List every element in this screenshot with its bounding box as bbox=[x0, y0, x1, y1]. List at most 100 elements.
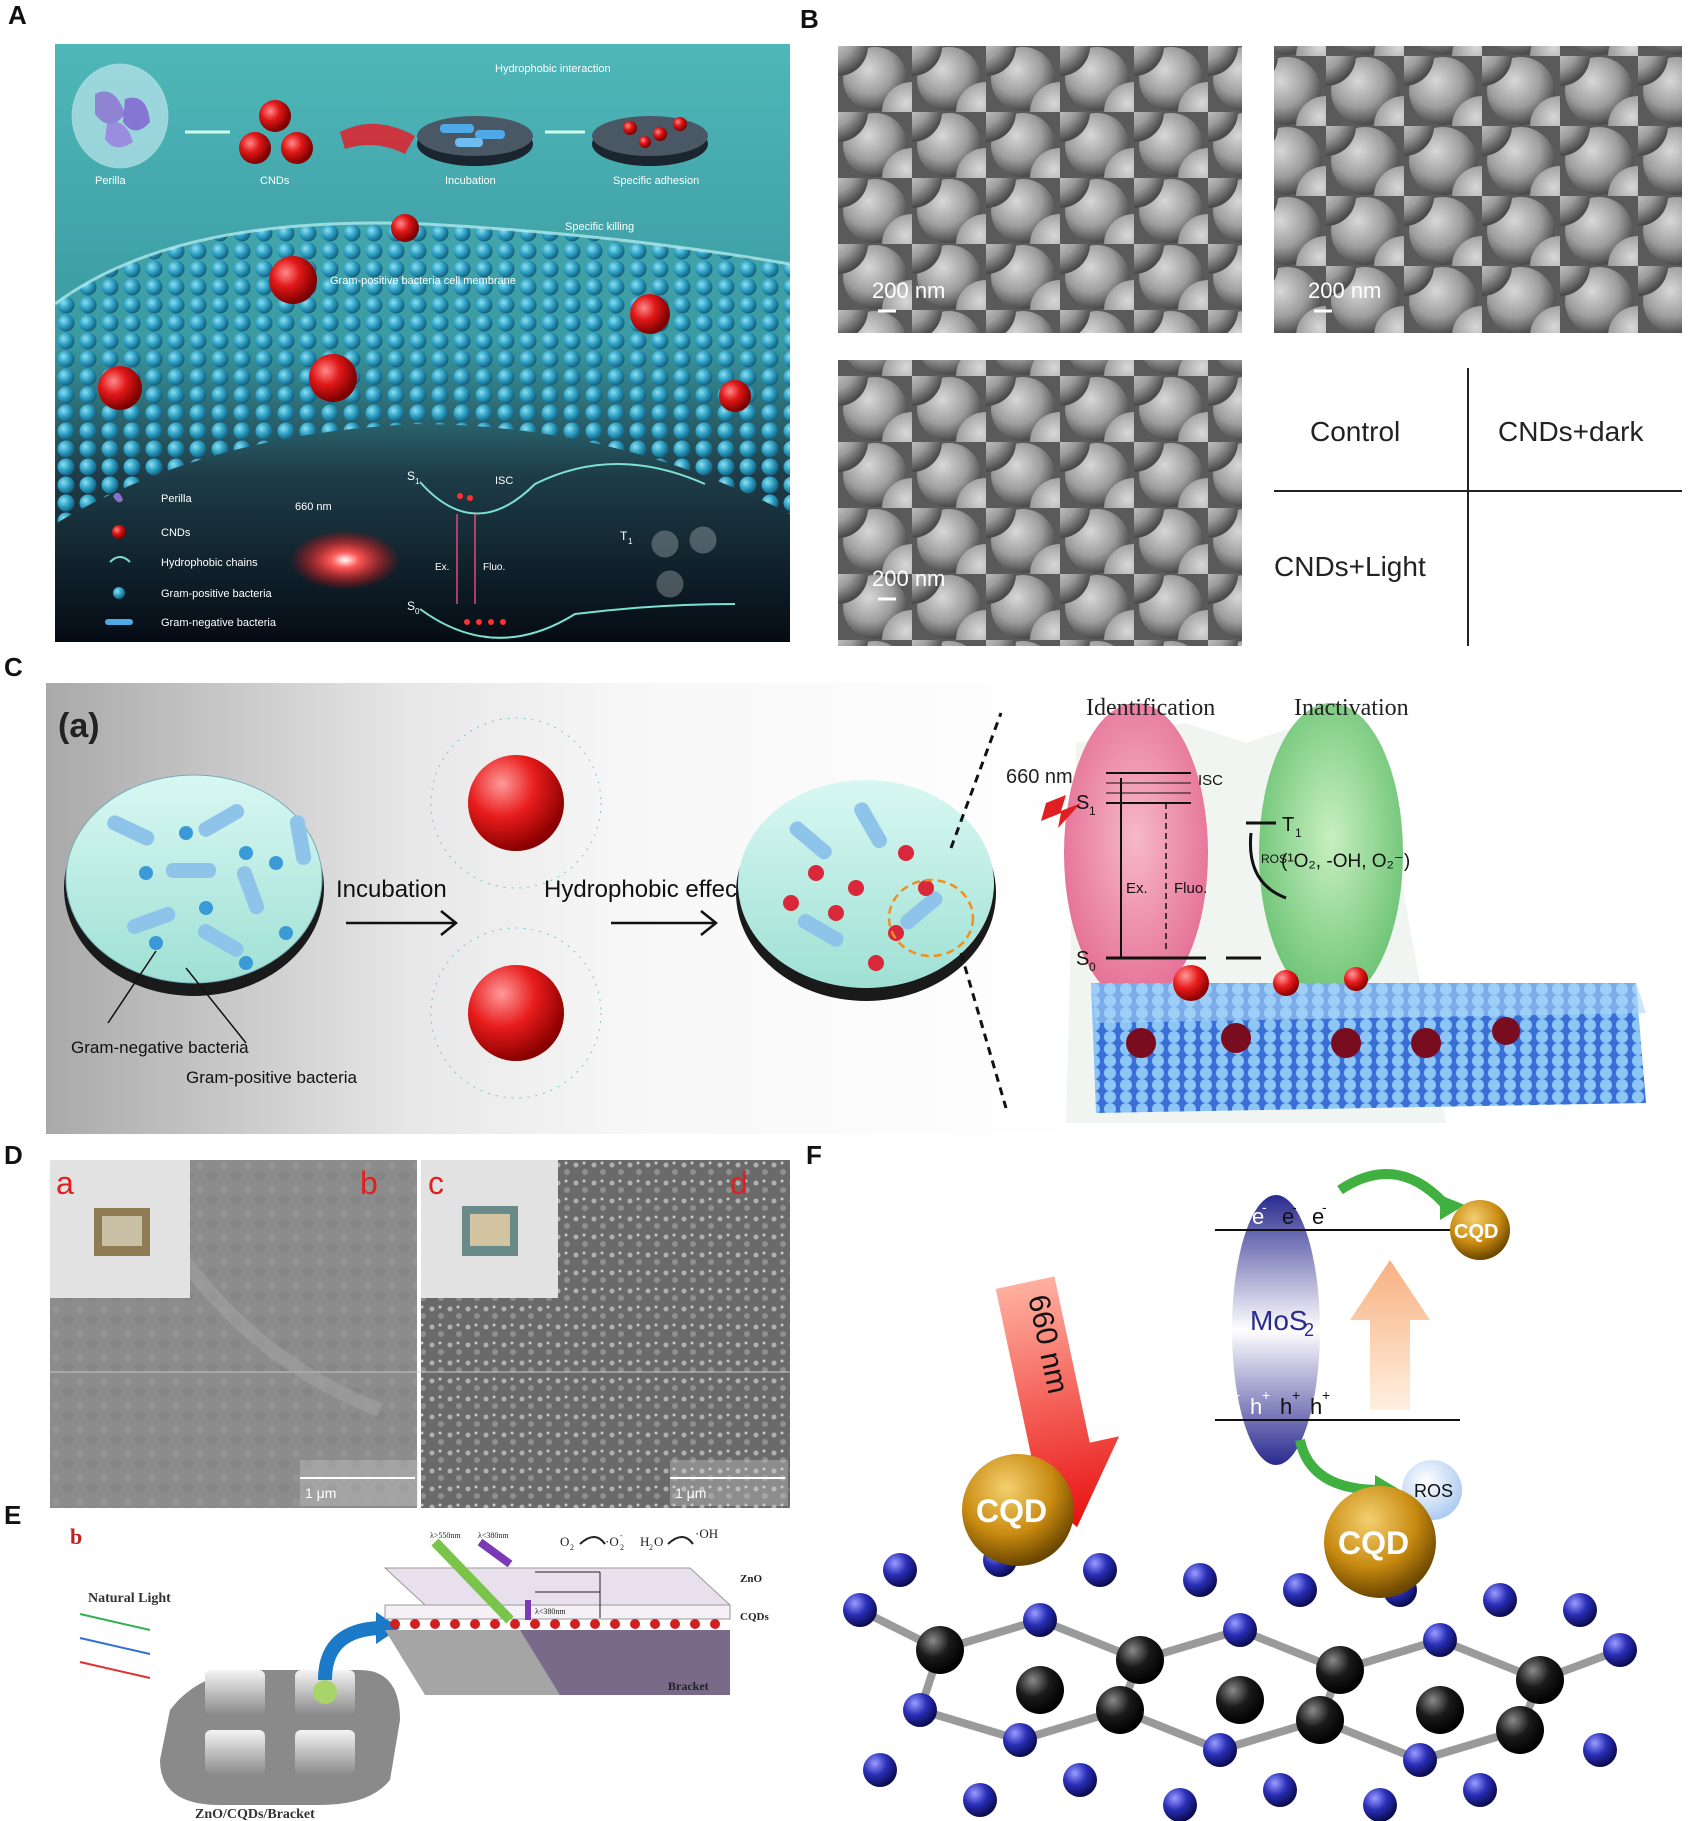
e-h2o: H bbox=[640, 1534, 649, 1549]
c-sub-label: (a) bbox=[58, 707, 100, 745]
panel-letter-d: D bbox=[4, 1140, 23, 1170]
e-lambda-550: λ>550nm bbox=[430, 1531, 461, 1540]
e-natural-light: Natural Light bbox=[88, 1591, 171, 1606]
panel-letter-f: F bbox=[806, 1140, 822, 1170]
a-legend-2: Hydrophobic chains bbox=[161, 557, 258, 569]
e-caption: ZnO/CQDs/Bracket bbox=[195, 1807, 315, 1821]
c-isc: ISC bbox=[1198, 772, 1223, 789]
f-electron-3: e bbox=[1282, 1204, 1294, 1229]
panel-a-schematic: Perilla CNDs Incubation Hydrophobic inte… bbox=[55, 44, 790, 642]
c-s1: S bbox=[1076, 792, 1089, 814]
f-hole-3: h bbox=[1280, 1394, 1292, 1419]
f-electron-sup-2: - bbox=[1262, 1199, 1267, 1215]
e-o2-sub: 2 bbox=[570, 1543, 574, 1552]
f-hole-sup-1: + bbox=[1232, 1387, 1240, 1403]
panel-c-illustration: (a) Gram-negative bacteria Gram-positive… bbox=[46, 683, 1646, 1134]
b-scalebar-2: 200 nm bbox=[1308, 278, 1381, 303]
e-bracket: Bracket bbox=[668, 1679, 709, 1693]
c-inactivation: Inactivation bbox=[1294, 695, 1409, 721]
f-hole-1: h bbox=[1220, 1394, 1232, 1419]
panel-letter-a: A bbox=[8, 0, 27, 30]
d-scalebar-2: 1 μm bbox=[675, 1485, 706, 1501]
d-label-c: c bbox=[428, 1165, 444, 1201]
f-hole-4: h bbox=[1310, 1394, 1322, 1419]
e-o2-radical: ·O bbox=[605, 1534, 619, 1549]
c-gram-negative: Gram-negative bacteria bbox=[71, 1038, 249, 1057]
f-electron-4: e bbox=[1312, 1204, 1324, 1229]
e-h2o-sub: 2 bbox=[649, 1543, 653, 1552]
e-o2-radical-sup: - bbox=[620, 1531, 623, 1540]
e-sub-label: b bbox=[70, 1524, 82, 1549]
b-key-control: Control bbox=[1310, 416, 1400, 447]
a-label-specific-killing: Specific killing bbox=[565, 221, 634, 233]
panel-d-sem: a b c d 1 μm 1 μm bbox=[50, 1160, 790, 1508]
f-electron-sup-1: - bbox=[1232, 1199, 1237, 1215]
a-label-t1-sub: 1 bbox=[628, 537, 633, 546]
f-cqd-right: CQD bbox=[1338, 1525, 1409, 1561]
f-hole-sup-3: + bbox=[1292, 1387, 1300, 1403]
c-identification: Identification bbox=[1086, 695, 1215, 721]
c-t1-sub: 1 bbox=[1295, 826, 1302, 840]
panel-c-schematic: (a) Gram-negative bacteria Gram-positive… bbox=[46, 683, 1682, 1134]
panel-b-sem-images: 200 nm 200 nm 200 nm Control CNDs+dark C… bbox=[838, 46, 1682, 646]
f-ros: ROS bbox=[1414, 1481, 1453, 1501]
f-electron-1: e bbox=[1222, 1204, 1234, 1229]
a-legend-4: Gram-negative bacteria bbox=[161, 617, 277, 629]
c-hydrophobic-effect: Hydrophobic effect bbox=[544, 876, 744, 903]
a-legend: Perilla CNDs Hydrophobic chains Gram-pos… bbox=[105, 492, 277, 629]
c-fluo: Fluo. bbox=[1174, 880, 1207, 897]
f-electron-2: e bbox=[1252, 1204, 1264, 1229]
a-label-s0-sub: 0 bbox=[415, 607, 420, 616]
panel-e-illustration: b Natural Light ZnO/CQDs/Bracket Bracket… bbox=[70, 1524, 769, 1821]
panel-f-illustration: MoS 2 e - e - e - e - h + h + h + h + CQ… bbox=[843, 1169, 1637, 1821]
b-scalebar-3: 200 nm bbox=[872, 566, 945, 591]
a-label-ex: Ex. bbox=[435, 562, 449, 573]
a-label-perilla: Perilla bbox=[95, 175, 126, 187]
f-cqd-left: CQD bbox=[976, 1493, 1047, 1529]
c-660nm: 660 nm bbox=[1006, 766, 1073, 788]
d-label-b: b bbox=[360, 1165, 378, 1201]
a-label-specific-adhesion: Specific adhesion bbox=[613, 175, 699, 187]
panel-letter-b: B bbox=[800, 4, 819, 34]
panel-letter-c: C bbox=[4, 652, 23, 682]
c-s0: S bbox=[1076, 948, 1089, 970]
a-label-fluo: Fluo. bbox=[483, 562, 505, 573]
d-scalebar-1: 1 μm bbox=[305, 1485, 336, 1501]
a-label-t1: T bbox=[620, 529, 628, 543]
a-label-incubation: Incubation bbox=[445, 175, 496, 187]
a-label-cnds: CNDs bbox=[260, 175, 290, 187]
f-mos2-sub: 2 bbox=[1304, 1320, 1314, 1340]
f-electron-sup-3: - bbox=[1292, 1199, 1297, 1215]
panel-d-sem-images: a b c d 1 μm 1 μm bbox=[50, 1160, 790, 1508]
a-label-660nm: 660 nm bbox=[295, 501, 332, 513]
e-o2: O bbox=[560, 1534, 569, 1549]
c-ex: Ex. bbox=[1126, 880, 1148, 897]
e-oh: ·OH bbox=[695, 1526, 718, 1541]
a-label-s0: S bbox=[407, 599, 415, 613]
f-electron-sup-4: - bbox=[1322, 1199, 1327, 1215]
panel-e-schematic: b Natural Light ZnO/CQDs/Bracket Bracket… bbox=[40, 1520, 800, 1821]
panel-b-sem: 200 nm 200 nm 200 nm Control CNDs+dark C… bbox=[838, 46, 1682, 646]
a-label-s1: S bbox=[407, 469, 415, 483]
b-key-cnds-light: CNDs+Light bbox=[1274, 551, 1426, 582]
c-s0-sub: 0 bbox=[1089, 960, 1096, 974]
c-incubation: Incubation bbox=[336, 876, 447, 903]
f-hole-sup-4: + bbox=[1322, 1387, 1330, 1403]
panel-a-illustration: Perilla CNDs Incubation Hydrophobic inte… bbox=[55, 44, 790, 642]
panel-f-schematic: MoS 2 e - e - e - e - h + h + h + h + CQ… bbox=[820, 1150, 1682, 1821]
a-label-s1-sub: 1 bbox=[415, 477, 420, 486]
c-s1-sub: 1 bbox=[1089, 804, 1096, 818]
f-mos2: MoS bbox=[1250, 1305, 1308, 1336]
c-ros-species: (¹O₂, -OH, O₂⁻) bbox=[1281, 851, 1410, 872]
e-h2o-tail: O bbox=[654, 1534, 663, 1549]
f-cqd-small: CQD bbox=[1454, 1221, 1498, 1243]
a-legend-1: CNDs bbox=[161, 527, 191, 539]
panel-letter-e: E bbox=[4, 1500, 22, 1530]
e-cqds: CQDs bbox=[740, 1611, 769, 1623]
c-gram-positive: Gram-positive bacteria bbox=[186, 1068, 358, 1087]
e-zno: ZnO bbox=[740, 1573, 762, 1585]
e-lambda-380: λ<380nm bbox=[478, 1531, 509, 1540]
a-label-isc: ISC bbox=[495, 475, 513, 487]
a-label-hydrophobic-interaction: Hydrophobic interaction bbox=[495, 63, 611, 75]
f-hole-2: h bbox=[1250, 1394, 1262, 1419]
